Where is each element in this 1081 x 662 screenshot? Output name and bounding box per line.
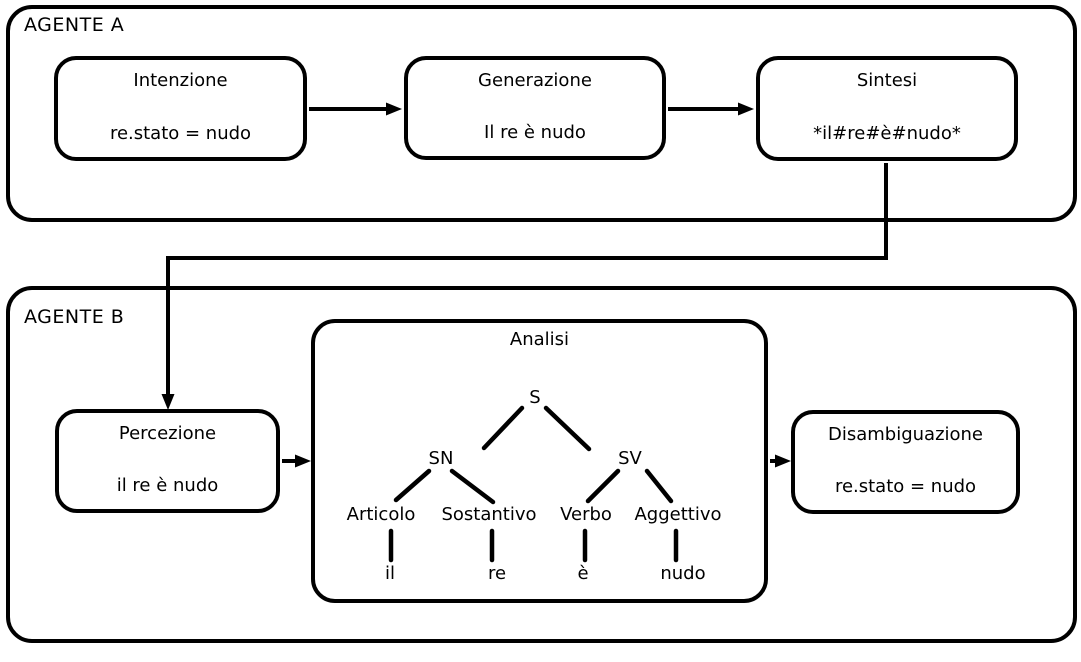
disambiguazione-node: Disambiguazione re.stato = nudo [791,410,1020,514]
tree-node-articolo: Articolo [346,504,416,525]
sintesi-node: Sintesi *il#re#è#nudo* [756,56,1018,161]
disambiguazione-value: re.stato = nudo [834,476,977,497]
generazione-node: Generazione Il re è nudo [404,56,666,160]
tree-node-verbo: Verbo [560,504,612,525]
percezione-node: Percezione il re è nudo [55,409,280,513]
percezione-title: Percezione [118,423,217,444]
disambiguazione-title: Disambiguazione [827,424,984,445]
tree-leaf-nudo: nudo [660,563,706,584]
generazione-value: Il re è nudo [484,122,586,143]
intenzione-value: re.stato = nudo [109,123,252,144]
tree-node-s: S [529,387,541,408]
sintesi-value: *il#re#è#nudo* [813,123,961,144]
tree-node-sostantivo: Sostantivo [441,504,537,525]
tree-node-aggettivo: Aggettivo [634,504,722,525]
intenzione-node: Intenzione re.stato = nudo [54,56,307,161]
percezione-value: il re è nudo [116,475,219,496]
tree-leaf-il: il [384,563,396,584]
tree-leaf-e: è [577,563,589,584]
tree-node-sn: SN [428,448,454,469]
agent-a-label: AGENTE A [24,14,125,36]
intenzione-title: Intenzione [133,70,228,91]
analisi-node: Analisi [311,319,768,603]
generazione-title: Generazione [478,70,592,91]
analisi-title: Analisi [509,329,570,350]
agent-b-label: AGENTE B [24,306,125,328]
tree-leaf-re: re [487,563,507,584]
sintesi-title: Sintesi [856,70,918,91]
tree-node-sv: SV [618,448,642,469]
